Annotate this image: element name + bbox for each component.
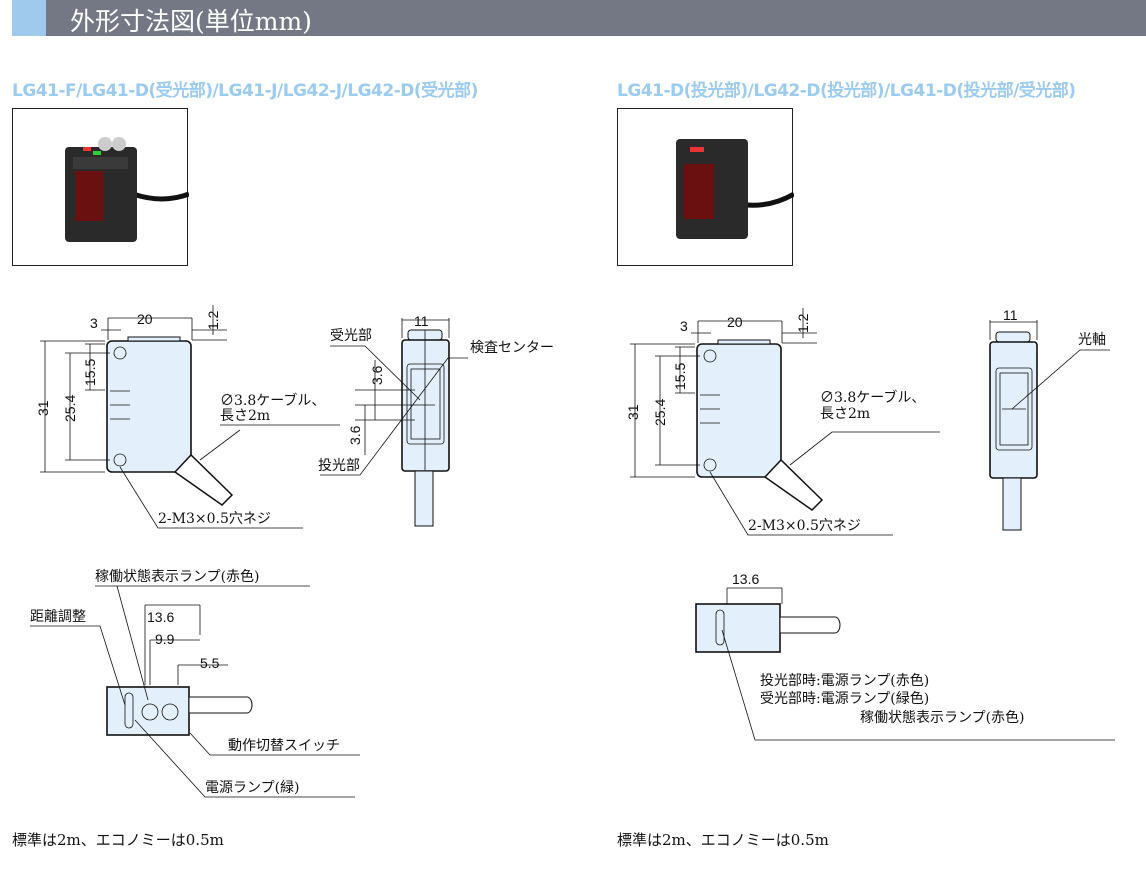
dimension-label: 11 [1003,307,1018,323]
dimension-label: 動作切替スイッチ [228,738,340,754]
dimension-label: 31 [625,404,641,420]
dimension-label: 電源ランプ(緑) [205,780,300,796]
dimension-label: 投光部時:電源ランプ(赤色) [760,672,929,689]
dimension-label: 3.6 [347,425,363,445]
dimension-label: 投光部 [318,458,360,474]
dimension-label: ∅3.8ケーブル、 [220,392,325,409]
dimension-label: 5.5 [200,655,220,671]
right-top-view: 13.6 投光部時:電源ランプ(赤色) 受光部時:電源ランプ(緑色) 稼働状態表… [695,571,1115,741]
dimension-label: ∅3.8ケーブル、 [820,389,925,406]
dimension-label: 長さ2m [220,408,270,424]
dimension-label: 20 [727,314,743,330]
dimension-label: 距離調整 [30,608,86,625]
right-subtitle: LG41-D(投光部)/LG42-D(投光部)/LG41-D(投光部/受光部) [617,81,1076,101]
dimension-label: 9.9 [155,631,175,647]
dimension-label: 11 [414,313,429,329]
dimension-label: 受光部時:電源ランプ(緑色) [760,690,929,707]
right-front-view: 20 3 1.2 31 25.4 15.5 ∅3.8ケーブル、 長さ2m 2-M… [625,308,940,536]
product-photo-emitter [617,108,794,266]
dimension-label: 25.4 [652,399,668,426]
left-cable-note: 標準は2m、エコノミーは0.5m [12,831,224,849]
dimension-label: 検査センター [470,340,554,356]
dimension-label: 3 [90,315,98,331]
dimension-label: 稼働状態表示ランプ(赤色) [860,709,1025,726]
dimension-label: 2-M3×0.5穴ネジ [158,511,271,527]
dimension-label: 光軸 [1078,332,1106,348]
dimension-label: 15.5 [82,359,98,386]
dimension-label: 3 [680,318,688,334]
dimension-label: 31 [35,400,51,416]
dimension-label: 稼働状態表示ランプ(赤色) [95,568,260,585]
dimension-label: 受光部 [330,328,372,344]
dimension-label: 20 [137,311,153,327]
product-photo-receiver [12,108,189,266]
dimension-label: 13.6 [147,609,174,625]
dimension-label: 15.5 [672,363,688,390]
left-top-view: 13.6 9.9 5.5 稼働状態表示ランプ(赤色) 距離調整 動作切替スイッチ… [30,568,360,798]
dimension-label: 3.6 [369,365,385,385]
right-cable-note: 標準は2m、エコノミーは0.5m [617,831,829,849]
dimension-label: 25.4 [62,395,78,422]
dimension-label: 2-M3×0.5穴ネジ [748,518,861,534]
left-front-view: 20 3 1.2 31 25.4 15.5 ∅3.8ケーブル、 長さ2m 2-M… [35,305,340,529]
left-subtitle: LG41-F/LG41-D(受光部)/LG41-J/LG42-J/LG42-D(… [12,81,478,101]
dimension-label: 13.6 [732,571,759,587]
left-side-view: 11 受光部 検査センター 3.6 3.6 投光部 [318,313,554,527]
dimension-label: 1.2 [205,310,221,330]
section-header: 外形寸法図(単位mm) [12,0,1146,36]
right-side-view: 11 光軸 [989,307,1110,531]
dimension-label: 1.2 [795,313,811,333]
page-title: 外形寸法図(単位mm) [70,7,312,36]
dimension-label: 長さ2m [820,406,870,422]
header-accent [12,0,46,36]
